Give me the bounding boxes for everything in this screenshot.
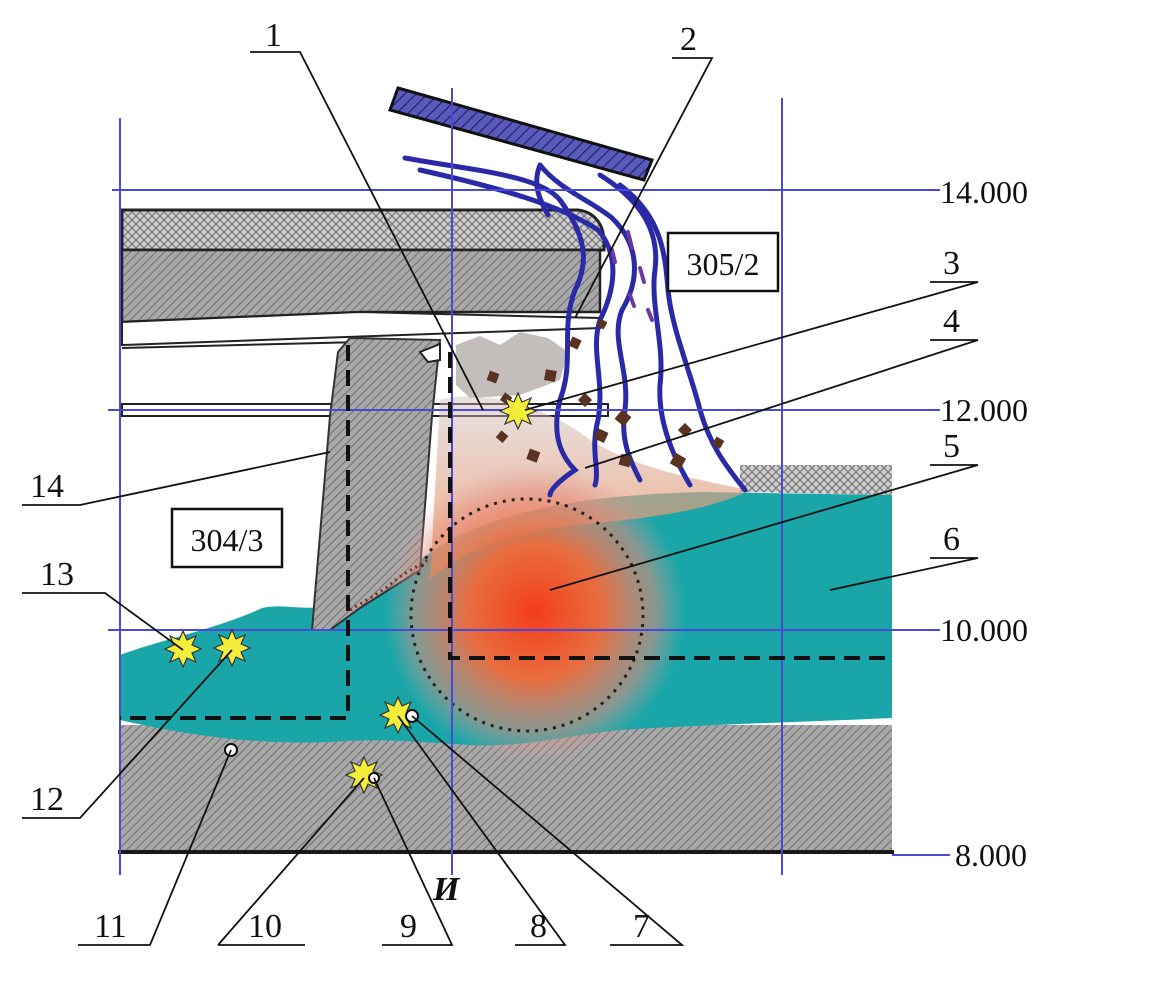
leader-9 [373,777,454,946]
chunk [618,453,633,468]
leader-14 [22,451,331,506]
leader-12 [22,649,233,819]
cable-fragments [610,230,654,322]
callout-10: 10 [248,908,282,945]
fragment [610,248,617,264]
callout-11: 11 [94,908,127,945]
cable-1 [402,155,586,498]
callout-5: 5 [943,428,960,465]
spark-icon [344,755,384,795]
chunk [596,318,608,330]
chunk [526,448,541,463]
axis-label: И [432,871,461,908]
callout-3: 3 [943,245,960,282]
fragment [638,266,646,284]
leader-7 [411,715,685,946]
fire-zone-ring [409,497,645,733]
chunk [614,409,632,427]
debris-mound [456,332,568,398]
callout-13: 13 [40,556,74,593]
cable-5 [617,182,748,493]
leader-lines [22,51,979,946]
column-bracket [418,342,441,364]
cable-4 [597,172,693,488]
level-label-12000: 12.000 [940,392,1028,428]
fire-source [385,462,685,762]
callout-4: 4 [943,303,960,340]
leader-8 [397,715,567,946]
leader-13 [22,592,184,651]
dashed-right-boundary [448,352,892,660]
chunk [712,436,725,449]
chunk [544,369,557,382]
level-label-10000: 10.000 [940,612,1028,648]
fragment [626,230,634,250]
callout-8: 8 [530,908,547,945]
spark-icon [212,628,252,668]
chunk [593,428,609,443]
leader-2 [574,57,714,319]
floor-slab [120,725,892,852]
dashed-boundaries [120,345,892,720]
level-label-14000: 14.000 [940,174,1028,210]
room-label: 305/2 [687,246,760,282]
fragment [646,308,654,322]
roof-slab [120,248,602,324]
chunk [577,392,593,408]
cable-6 [534,162,551,218]
chunk [669,452,687,470]
falling-plate [388,86,655,182]
callout-6: 6 [943,521,960,558]
cable-2 [417,167,616,488]
leader-10 [217,777,365,946]
callout-7: 7 [633,908,650,945]
leader-6 [829,557,979,591]
cable-3 [537,162,643,483]
room-box [170,507,284,569]
leader-5 [549,464,979,591]
gravel-strip [740,465,892,495]
room-label-304-3: 304/3 [170,507,284,569]
leader-3 [524,281,979,411]
room-box [666,231,780,293]
room-label: 304/3 [191,522,264,558]
level-label-8000: 8.000 [955,837,1027,873]
callout-2: 2 [680,21,697,58]
callout-9: 9 [400,908,417,945]
spark-icon [378,695,418,735]
room-label-305-2: 305/2 [666,231,780,293]
leader-4 [584,339,979,469]
callout-14: 14 [30,468,64,505]
roof-insulation [120,208,606,252]
spark-icon [498,391,538,431]
chunk [495,430,509,444]
chunk [568,336,582,350]
leader-1 [250,51,484,411]
dashed-left-boundary [120,345,350,720]
cable-bundle [402,155,748,498]
chunk [486,370,500,384]
callout-12: 12 [30,781,64,818]
burn-edge [349,558,429,612]
fragment [628,293,636,308]
callout-1: 1 [265,17,282,54]
leader-11 [78,749,232,946]
